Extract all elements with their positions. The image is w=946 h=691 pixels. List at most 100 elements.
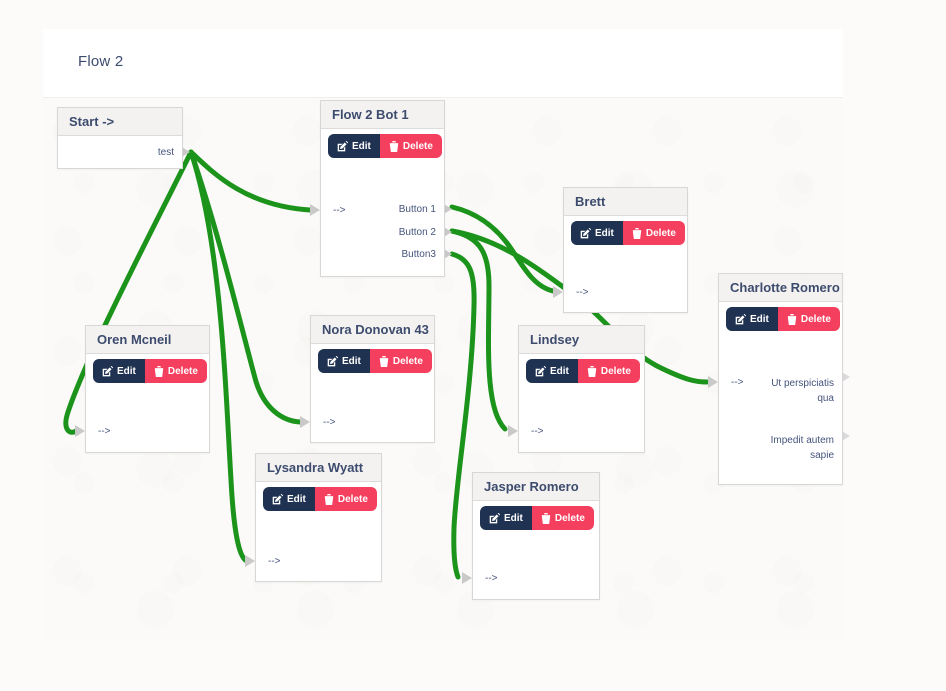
button-row: Edit Delete [726, 307, 840, 331]
edit-button-label: Edit [550, 365, 569, 377]
flow-title-bar: Flow 2 [43, 29, 843, 98]
edge-start.test-to-nora-donovan-43.in[interactable] [188, 149, 303, 425]
node-title-jasper-romero: Jasper Romero [473, 473, 599, 501]
port-arrow-in-jasper-romero[interactable] [462, 572, 472, 584]
port-in-charlotte-romero-0[interactable]: --> [731, 377, 744, 388]
delete-button-flow-2-bot-1[interactable]: Delete [379, 134, 442, 158]
port-in-oren-mcneil-0[interactable]: --> [98, 426, 111, 437]
edit-button-brett[interactable]: Edit [571, 221, 623, 245]
port-out-flow-2-bot-1-3[interactable]: Button3 [401, 249, 436, 260]
button-row: Edit Delete [571, 221, 685, 245]
delete-button-lysandra-wyatt[interactable]: Delete [314, 487, 377, 511]
delete-button-jasper-romero[interactable]: Delete [531, 506, 594, 530]
port-in-nora-donovan-43-0[interactable]: --> [323, 417, 336, 428]
port-arrow-in-flow-2-bot-1[interactable] [310, 204, 320, 216]
delete-trash-icon [389, 140, 399, 152]
edit-button-charlotte-romero[interactable]: Edit [726, 307, 778, 331]
edit-button-label: Edit [287, 493, 306, 505]
edge-flow-2-bot-1.button-1-to-brett.in[interactable] [449, 204, 556, 294]
delete-trash-icon [324, 493, 334, 505]
node-title-charlotte-romero: Charlotte Romero [719, 274, 842, 302]
delete-button-nora-donovan-43[interactable]: Delete [369, 349, 432, 373]
edit-button-jasper-romero[interactable]: Edit [480, 506, 532, 530]
node-nora-donovan-43[interactable]: Nora Donovan 43 Edit Delete --> [310, 315, 435, 443]
node-title-nora-donovan-43: Nora Donovan 43 [311, 316, 434, 344]
delete-button-oren-mcneil[interactable]: Delete [144, 359, 207, 383]
delete-trash-icon [379, 355, 389, 367]
delete-button-lindsey[interactable]: Delete [577, 359, 640, 383]
button-row: Edit Delete [328, 134, 442, 158]
node-title-brett: Brett [564, 188, 687, 216]
flow-title: Flow 2 [78, 53, 124, 70]
delete-trash-icon [154, 365, 164, 377]
port-arrow-in-charlotte-romero[interactable] [708, 376, 718, 388]
delete-button-charlotte-romero[interactable]: Delete [777, 307, 840, 331]
port-out-start-0[interactable]: test [157, 147, 174, 158]
delete-button-label: Delete [337, 493, 368, 505]
port-in-jasper-romero-0[interactable]: --> [485, 573, 498, 584]
node-title-oren-mcneil: Oren Mcneil [86, 326, 209, 354]
port-out-charlotte-romero-2[interactable]: Impedit autem sapie [770, 435, 834, 461]
delete-button-label: Delete [800, 313, 831, 325]
delete-button-label: Delete [167, 365, 198, 377]
port-out-charlotte-romero-1[interactable]: Ut perspiciatis qua [771, 378, 834, 404]
edit-button-nora-donovan-43[interactable]: Edit [318, 349, 370, 373]
port-arrow-in-lysandra-wyatt[interactable] [245, 555, 255, 567]
edit-button-label: Edit [750, 313, 769, 325]
port-out-flow-2-bot-1-2[interactable]: Button 2 [398, 227, 436, 238]
delete-button-label: Delete [392, 355, 423, 367]
edit-button-label: Edit [117, 365, 136, 377]
edit-button-flow-2-bot-1[interactable]: Edit [328, 134, 380, 158]
port-arrow-in-brett[interactable] [553, 286, 563, 298]
delete-button-label: Delete [402, 140, 433, 152]
delete-trash-icon [787, 313, 797, 325]
port-arrow-in-lindsey[interactable] [508, 425, 518, 437]
button-row: Edit Delete [93, 359, 207, 383]
port-in-lysandra-wyatt-0[interactable]: --> [268, 556, 281, 567]
edge-start.test-to-lysandra-wyatt.in[interactable] [188, 149, 250, 564]
port-in-flow-2-bot-1-0[interactable]: --> [333, 205, 346, 216]
edit-pencil-icon [327, 355, 338, 366]
edge-flow-2-bot-1.button-2-to-charlotte-romero.in[interactable] [449, 228, 710, 385]
port-arrow-in-nora-donovan-43[interactable] [300, 416, 310, 428]
port-arrow-in-oren-mcneil[interactable] [75, 425, 85, 437]
edit-button-oren-mcneil[interactable]: Edit [93, 359, 145, 383]
edit-pencil-icon [272, 493, 283, 504]
edit-button-lindsey[interactable]: Edit [526, 359, 578, 383]
port-in-brett-0[interactable]: --> [576, 287, 589, 298]
node-title-lindsey: Lindsey [519, 326, 644, 354]
edit-pencil-icon [580, 227, 591, 238]
button-row: Edit Delete [318, 349, 432, 373]
node-start[interactable]: Start -> test [57, 107, 183, 169]
delete-trash-icon [541, 512, 551, 524]
delete-button-brett[interactable]: Delete [622, 221, 685, 245]
edge-flow-2-bot-1.button-2-to-lindsey.in[interactable] [449, 228, 508, 432]
node-title-lysandra-wyatt: Lysandra Wyatt [256, 454, 381, 482]
port-out-flow-2-bot-1-1[interactable]: Button 1 [398, 204, 436, 215]
edit-button-label: Edit [342, 355, 361, 367]
delete-trash-icon [587, 365, 597, 377]
edit-button-lysandra-wyatt[interactable]: Edit [263, 487, 315, 511]
delete-trash-icon [632, 227, 642, 239]
edge-start.test-to-flow-2-bot-1.in[interactable] [188, 149, 313, 213]
port-in-lindsey-0[interactable]: --> [531, 426, 544, 437]
node-title-start: Start -> [58, 108, 182, 136]
delete-button-label: Delete [554, 512, 585, 524]
edit-pencil-icon [102, 365, 113, 376]
edit-button-label: Edit [504, 512, 523, 524]
edit-pencil-icon [489, 512, 500, 523]
edge-flow-2-bot-1.button-3-to-jasper-romero.in[interactable] [449, 251, 477, 580]
edit-pencil-icon [735, 313, 746, 324]
edit-pencil-icon [337, 140, 348, 151]
button-row: Edit Delete [263, 487, 377, 511]
button-row: Edit Delete [480, 506, 594, 530]
edit-button-label: Edit [595, 227, 614, 239]
edit-button-label: Edit [352, 140, 371, 152]
